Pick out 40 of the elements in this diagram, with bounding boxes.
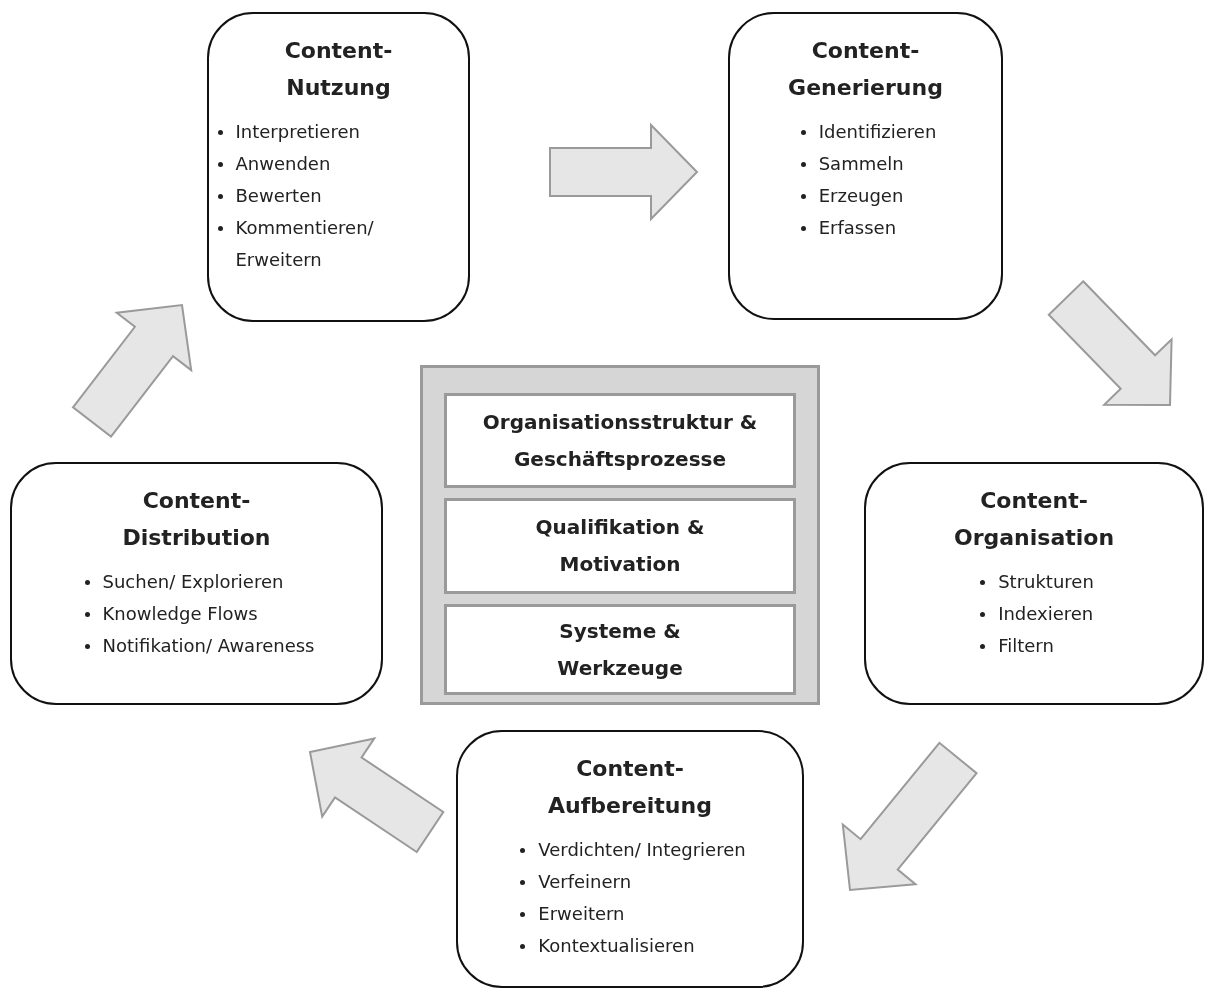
process-box: [728, 12, 1003, 320]
block-arrow: [549, 122, 699, 222]
list-item: Kommentieren/ Erweitern: [211, 212, 466, 276]
list-item: Kontextualisieren: [514, 930, 746, 962]
list-item: Notifikation/ Awareness: [78, 630, 315, 662]
list-item: Erzeugen: [794, 180, 937, 212]
list-item: Erweitern: [514, 898, 746, 930]
list-item: Sammeln: [794, 148, 937, 180]
list-item: Verdichten/ Integrieren: [514, 834, 746, 866]
block-arrow: [1047, 279, 1173, 406]
list-item: Knowledge Flows: [78, 598, 315, 630]
box-heading: Content- Nutzung: [283, 37, 394, 102]
process-box: [207, 12, 470, 322]
box-heading: Content- Generierung: [787, 37, 944, 102]
factor-box: [444, 498, 796, 594]
box-heading: Qualifikation & Motivation: [534, 514, 706, 578]
list-item: Verfeinern: [514, 866, 746, 898]
list-item: Strukturen: [974, 566, 1094, 598]
process-box: [864, 462, 1204, 705]
process-box: [456, 730, 804, 988]
box-heading: Content- Aufbereitung: [547, 755, 713, 820]
block-arrow: [841, 741, 978, 892]
list-item: Filtern: [974, 630, 1094, 662]
box-heading: Systeme & Werkzeuge: [556, 617, 684, 682]
process-box: [10, 462, 383, 705]
list-item: Anwenden: [211, 148, 466, 180]
box-heading: Content- Distribution: [121, 487, 272, 552]
factor-box: [444, 393, 796, 488]
block-arrow: [71, 303, 193, 438]
list-item: Suchen/ Explorieren: [78, 566, 315, 598]
block-arrow: [308, 736, 445, 854]
framework-panel: [420, 365, 820, 705]
box-heading: Content- Organisation: [952, 487, 1116, 552]
list-item: Identifizieren: [794, 116, 937, 148]
list-item: Indexieren: [974, 598, 1094, 630]
factor-box: [444, 604, 796, 695]
list-item: Bewerten: [211, 180, 466, 212]
box-heading: Organisationsstruktur & Geschäftsprozesse: [481, 408, 759, 473]
list-item: Interpretieren: [211, 116, 466, 148]
list-item: Erfassen: [794, 212, 937, 244]
